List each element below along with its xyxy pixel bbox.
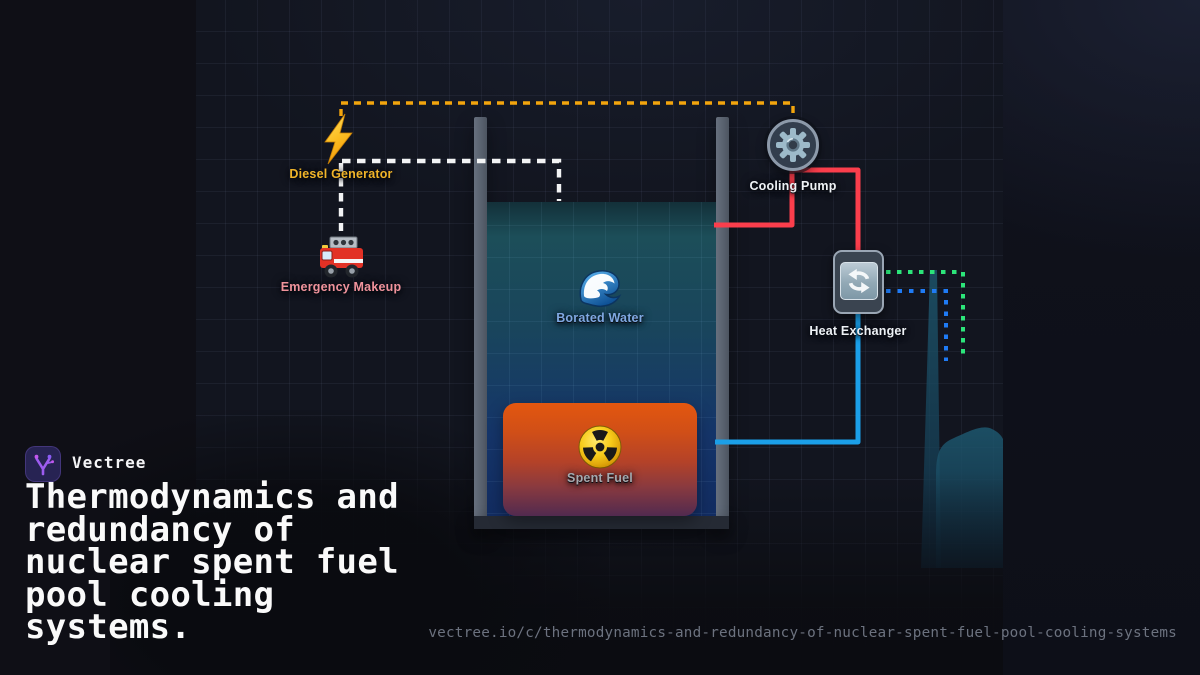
spent-fuel-label: Spent Fuel [567, 471, 633, 485]
pool-wall-left [474, 117, 487, 528]
cooling-pump-label: Cooling Pump [749, 179, 837, 193]
title-line: redundancy of [25, 509, 296, 550]
brand-name: Vectree [72, 453, 147, 472]
borated-water-label: Borated Water [556, 311, 644, 325]
radioactive-icon [578, 425, 622, 469]
page-title: Thermodynamics and redundancy of nuclear… [25, 477, 399, 647]
gear-icon [776, 128, 810, 162]
canonical-url: vectree.io/c/thermodynamics-and-redundan… [428, 625, 1177, 641]
lightning-bolt-icon [324, 113, 353, 165]
diesel-generator-label: Diesel Generator [289, 167, 393, 181]
title-line: nuclear spent fuel [25, 542, 399, 582]
water-wave-icon [579, 270, 622, 308]
vectree-logo-glyph [34, 454, 54, 476]
pool-floor [474, 516, 729, 529]
title-line: Thermodynamics and [25, 477, 399, 517]
vectree-logo [25, 446, 61, 482]
heat-exchanger-node [833, 250, 884, 314]
cooling-pump-node [767, 119, 819, 171]
emergency-makeup-label: Emergency Makeup [280, 280, 402, 294]
recycle-arrows-icon [839, 262, 878, 300]
title-line: systems. [25, 607, 192, 647]
title-line: pool cooling [25, 574, 275, 615]
fire-truck-icon [320, 236, 363, 278]
heat-exchanger-label: Heat Exchanger [809, 324, 907, 338]
